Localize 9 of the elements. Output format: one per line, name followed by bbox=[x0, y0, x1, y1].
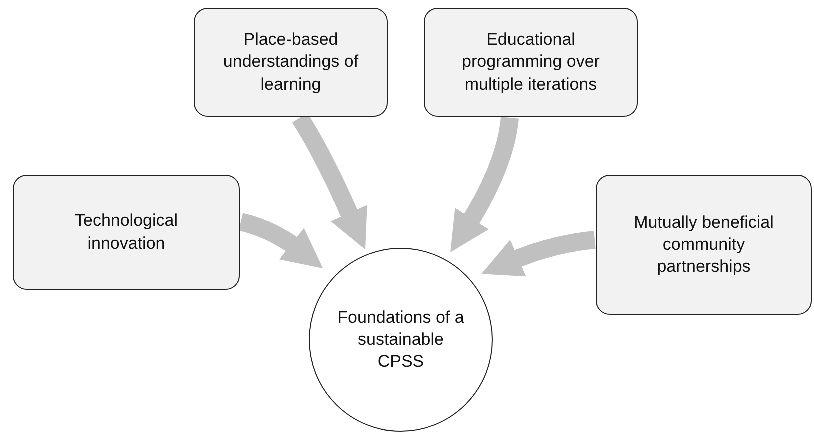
node-text: Place-based understandings of learning bbox=[222, 29, 360, 96]
topic-box bbox=[424, 8, 638, 117]
node-text: Foundations of a sustainable CPSS bbox=[336, 306, 466, 374]
node-text: Educational programming over multiple iterations bbox=[461, 29, 601, 96]
topic-box bbox=[13, 175, 240, 290]
node-text: Mutually beneficial community partnerships bbox=[633, 212, 775, 278]
topic-box bbox=[596, 175, 812, 315]
node-text: Technological innovation bbox=[74, 210, 179, 254]
topic-box bbox=[194, 8, 388, 117]
